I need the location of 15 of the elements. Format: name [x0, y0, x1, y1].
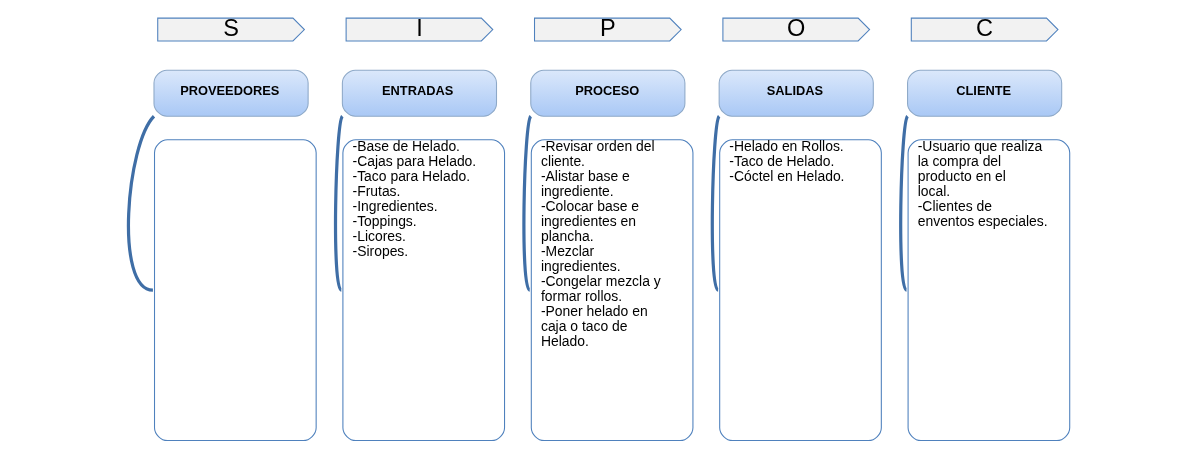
- node-box: PROCESO: [530, 69, 686, 117]
- connector: [522, 115, 533, 292]
- node-box: -Usuario que realiza la compra del producto en el local. -Clientes de enventos especiales.: [907, 139, 1071, 442]
- node-box: ENTRADAS: [341, 69, 498, 117]
- node-box: [154, 139, 317, 442]
- node-box: SALIDAS: [718, 69, 874, 117]
- node-box: CLIENTE: [907, 69, 1063, 117]
- node-box: PROVEEDORES: [153, 69, 309, 117]
- node-box: -Revisar orden del cliente. -Alistar base e ingrediente. -Colocar base e ingredientes en plancha. -Mezclar ingredientes. -Congelar mezcla y formar rollos. -Poner helado en caja o taco de Helado.: [530, 139, 694, 442]
- connector: [333, 115, 344, 292]
- connector: [899, 115, 910, 292]
- connector: [126, 115, 156, 292]
- node-box: -Base de Helado. -Cajas para Helado. -Taco para Helado. -Frutas. -Ingredientes. -Toppings. -Licores. -Siropes.: [342, 139, 506, 442]
- node-box: -Helado en Rollos. -Taco de Helado. -Cóctel en Helado.: [719, 139, 882, 442]
- connector: [710, 115, 721, 292]
